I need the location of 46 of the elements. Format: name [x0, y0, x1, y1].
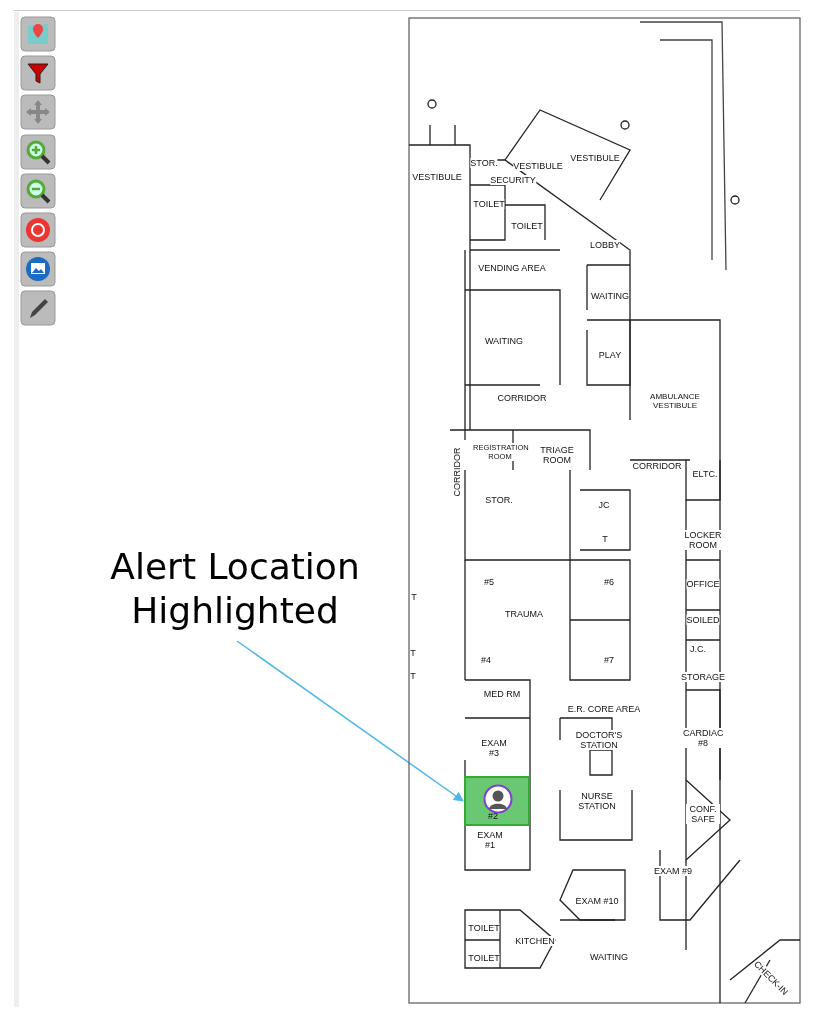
room-label: JC: [598, 500, 610, 510]
highlighted-room: [464, 776, 530, 826]
room-label: ELTC.: [692, 469, 718, 479]
room-label: #2: [488, 811, 498, 821]
room-label: J.C.: [690, 644, 706, 654]
room-label: MED RM: [483, 689, 521, 699]
room-label: KITCHEN: [515, 936, 555, 946]
room-label: STOR.: [470, 158, 498, 168]
room-label: T: [602, 534, 608, 544]
room-label: CORRIDOR: [497, 393, 547, 403]
room-label: E.R. CORE AREA: [567, 704, 641, 714]
room-label: TRIAGE ROOM: [537, 445, 577, 465]
room-label: PLAY: [598, 350, 622, 360]
room-label: LOBBY: [590, 240, 620, 250]
room-label: VESTIBULE: [570, 153, 620, 163]
room-label: SOILED: [686, 615, 720, 625]
room-label: #5: [484, 577, 494, 587]
room-label: TOILET: [511, 221, 543, 231]
room-label: STOR.: [485, 495, 513, 505]
room-label: WAITING: [589, 952, 629, 962]
room-label: VENDING AREA: [478, 263, 546, 273]
room-label: TOILET: [473, 199, 505, 209]
callout-text: Alert Location Highlighted: [95, 545, 375, 637]
room-label: T: [410, 648, 416, 658]
room-label: T: [410, 671, 416, 681]
room-label: T: [411, 592, 417, 602]
room-label: #7: [604, 655, 614, 665]
room-label: STORAGE: [681, 672, 725, 682]
room-label: LOCKER ROOM: [683, 530, 723, 550]
room-label: #4: [481, 655, 491, 665]
room-label: CORRIDOR: [452, 447, 462, 497]
room-label: WAITING: [484, 336, 524, 346]
room-label: VESTIBULE: [513, 161, 563, 171]
room-label: TOILET: [468, 923, 500, 933]
room-label: OFFICE: [686, 579, 720, 589]
room-label: CARDIAC #8: [683, 728, 723, 748]
room-label: CORRIDOR: [632, 461, 682, 471]
room-label: #6: [604, 577, 614, 587]
room-label: NURSE STATION: [577, 791, 617, 811]
room-label: SECURITY: [490, 175, 536, 185]
leader-arrow: [236, 640, 464, 802]
room-label: WAITING: [590, 291, 630, 301]
room-label: TRAUMA: [505, 609, 543, 619]
room-label: VESTIBULE: [412, 172, 462, 182]
room-label: TOILET: [468, 953, 500, 963]
room-label: CONF. SAFE: [686, 804, 720, 824]
